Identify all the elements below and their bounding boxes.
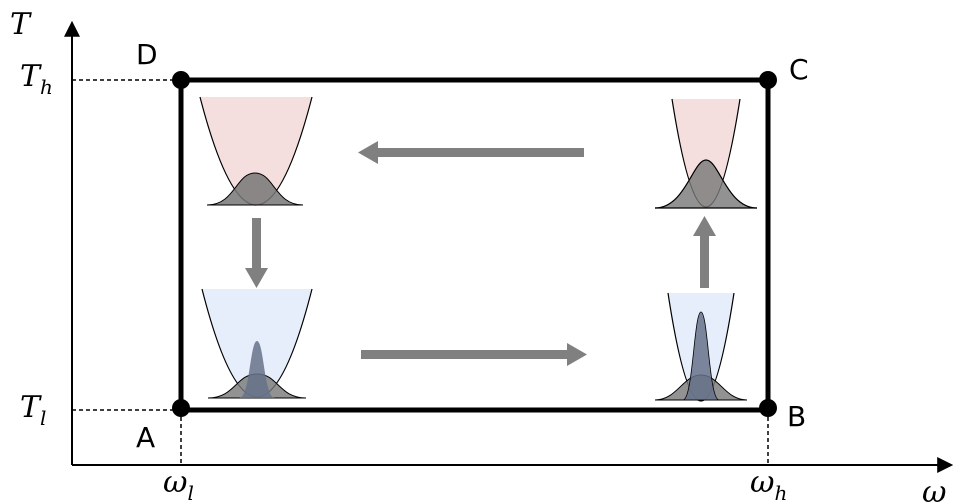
cycle-rectangle [178,77,771,413]
corner-point-a [172,399,190,417]
x-axis-label: ω [922,475,946,504]
arrow-a-to-b [361,343,587,366]
tick-t-high: Th [20,59,53,99]
guide-lines [72,79,769,465]
arrow-c-to-d [358,141,584,164]
tick-t-low: Tl [20,390,46,430]
corner-point-c [759,71,777,89]
arrow-d-to-a [245,218,268,288]
arrow-b-to-c [693,216,716,288]
tick-omega-high: ωh [750,465,787,504]
corner-label-a: A [136,421,155,454]
corner-point-d [172,71,190,89]
wide-cold-potential-icon [201,288,313,399]
corner-label-c: C [789,53,809,86]
narrow-cold-potential-icon [654,292,748,402]
corner-label-d: D [136,38,158,71]
wide-hot-potential-icon [199,96,313,206]
tick-omega-low: ωl [163,465,194,504]
corner-point-b [759,399,777,417]
y-axis-label: T [10,7,32,42]
corner-label-b: B [787,400,806,433]
narrow-hot-potential-icon [654,98,758,209]
